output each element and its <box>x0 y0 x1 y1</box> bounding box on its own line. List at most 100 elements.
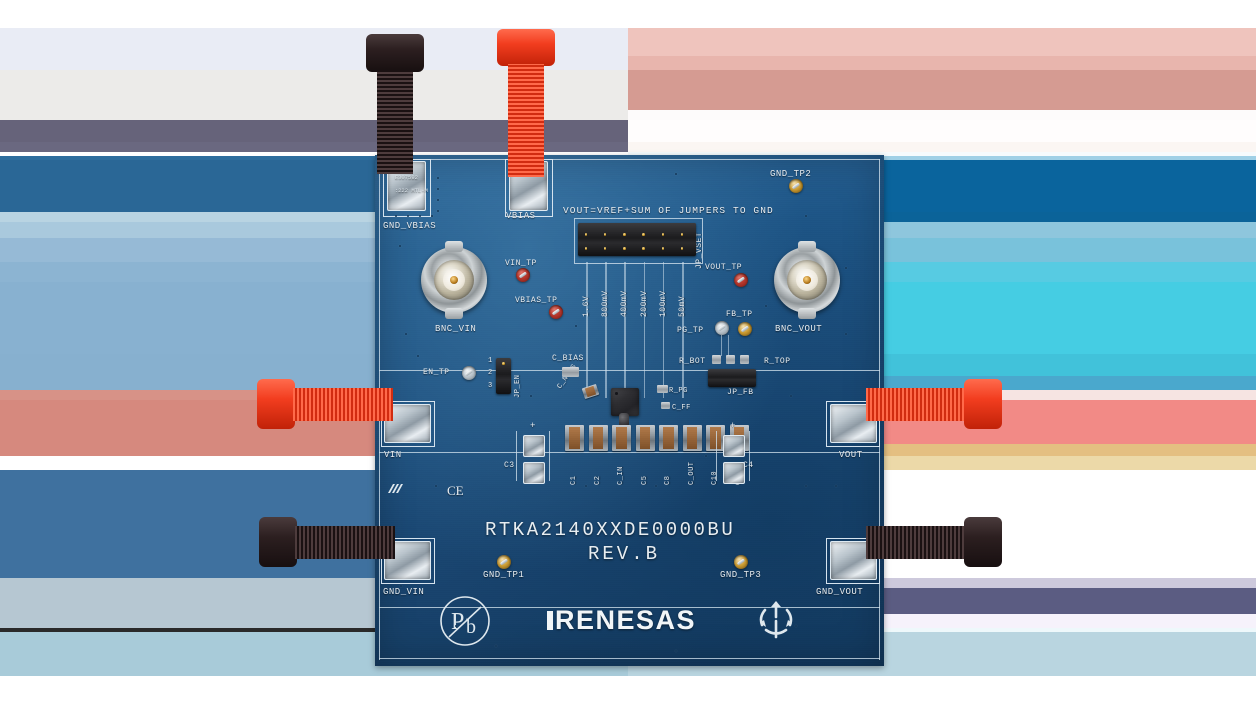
binding-post-gnd-vbias[interactable] <box>366 34 424 174</box>
silk-divider-bottom <box>379 658 880 660</box>
background-band <box>0 142 1256 152</box>
jp-en-pin-label-3: 3 <box>488 382 493 390</box>
binding-post-gnd-vin[interactable] <box>259 517 409 567</box>
capacitor <box>588 425 608 451</box>
resistor-r-bot <box>712 355 721 364</box>
ul-line-3: :222 MTL-M <box>394 186 428 194</box>
band-right-half <box>628 120 1256 142</box>
silk-label-r-pg: R_PG <box>669 387 688 395</box>
silk-divider-upper <box>379 370 880 372</box>
bnc-center-pin <box>803 276 811 284</box>
via <box>835 485 837 487</box>
band-right-half <box>628 56 1256 70</box>
bnc-lug <box>445 308 463 319</box>
silk-divider-top <box>379 159 880 161</box>
test-point-vbias-tp[interactable] <box>549 305 563 319</box>
silk-label-r-bot: R_BOT <box>679 357 706 366</box>
test-point-vout-tp[interactable] <box>734 273 748 287</box>
board-part-number: RTKA2140XXDE0000BU <box>485 519 736 541</box>
post-cap <box>366 34 424 72</box>
jp-vset-drop-trace <box>586 262 588 398</box>
test-point-gnd-tp3[interactable] <box>734 555 748 569</box>
jp-vset-pin-label: 1.6V <box>582 295 591 317</box>
post-shaft <box>866 526 966 559</box>
jp-vset-pin-label: 100mV <box>658 290 668 317</box>
via <box>765 305 767 307</box>
capacitor-label: C_OUT <box>687 461 696 485</box>
band-right-half <box>628 28 1256 56</box>
tp-slot <box>740 325 750 333</box>
bnc-vout-connector[interactable] <box>774 241 840 319</box>
via <box>437 210 439 212</box>
jp-vset-pin <box>642 233 645 236</box>
jp-vset-pin <box>584 233 588 236</box>
post-cap <box>497 29 555 66</box>
via <box>625 615 627 617</box>
via <box>655 485 657 487</box>
post-shaft <box>293 388 393 421</box>
jp-vset-pin <box>661 247 665 250</box>
binding-post-vin[interactable] <box>257 379 407 429</box>
c4-pad-top <box>723 435 745 457</box>
binding-post-gnd-vout[interactable] <box>852 517 1002 567</box>
silk-label-gnd-vout: GND_VOUT <box>816 587 864 597</box>
jp-vset-pin <box>623 233 626 236</box>
via <box>405 333 407 335</box>
c3-plus-marker: + <box>530 421 536 431</box>
background-band <box>0 212 1256 222</box>
capacitor-body <box>569 427 580 449</box>
band-left-half <box>0 0 628 28</box>
band-right-half <box>628 212 1256 222</box>
jp-en-header[interactable] <box>496 358 511 394</box>
post-shaft <box>866 388 966 421</box>
silk-label-en-tp: EN_TP <box>423 368 450 377</box>
binding-post-vout[interactable] <box>852 379 1002 429</box>
renesas-accent-dot <box>547 611 553 630</box>
jp-vset-pin <box>642 247 645 250</box>
test-point-fb-tp[interactable] <box>738 322 752 336</box>
smd-body <box>585 385 596 398</box>
via <box>845 267 847 269</box>
c4-pad-bottom <box>723 462 745 484</box>
binding-post-vbias[interactable] <box>497 29 555 177</box>
ul-line-2: E307592 <box>394 173 418 181</box>
c3-pad-bottom <box>523 462 545 484</box>
jp-vset-header[interactable] <box>578 223 696 256</box>
test-point-gnd-tp2[interactable] <box>789 179 803 193</box>
silk-label-c3: C3 <box>504 461 515 470</box>
via <box>419 215 421 217</box>
capacitor-label: C10 <box>711 470 719 485</box>
bnc-vin-connector[interactable] <box>421 241 487 319</box>
header-shell <box>578 223 696 256</box>
capacitor <box>682 425 702 451</box>
test-point-gnd-tp1[interactable] <box>497 555 511 569</box>
capacitor-label: C1 <box>570 475 578 485</box>
silk-divider-lower <box>379 607 880 609</box>
post-shaft <box>377 70 413 174</box>
capacitor-c-bias <box>562 367 579 377</box>
silk-label-vout-tp: VOUT_TP <box>705 263 743 272</box>
jp-vset-pin-label: 50mV <box>678 295 687 317</box>
band-right-half <box>628 0 1256 28</box>
capacitor-body <box>592 427 604 449</box>
test-point-vin-tp[interactable] <box>516 268 530 282</box>
via <box>399 245 401 247</box>
via <box>575 325 577 327</box>
jp-vset-drop-trace <box>662 262 665 398</box>
capacitor <box>706 425 725 451</box>
renesas-wordmark: RENESAS <box>555 605 697 635</box>
silk-label-gnd-tp3: GND_TP3 <box>720 570 762 580</box>
c4-bracket-right <box>749 431 751 481</box>
test-point-en-tp[interactable] <box>462 366 476 380</box>
band-left-half <box>0 56 628 70</box>
via <box>795 625 797 627</box>
silk-label-pg-tp: PG_TP <box>677 326 704 335</box>
test-point-pg-tp[interactable] <box>715 321 729 335</box>
jp-fb-header[interactable] <box>708 369 756 387</box>
tp-slot <box>736 558 746 566</box>
jp-vset-pin <box>603 247 607 250</box>
background-band <box>0 578 1256 588</box>
via <box>395 215 397 217</box>
via <box>705 455 707 457</box>
via <box>675 650 677 652</box>
